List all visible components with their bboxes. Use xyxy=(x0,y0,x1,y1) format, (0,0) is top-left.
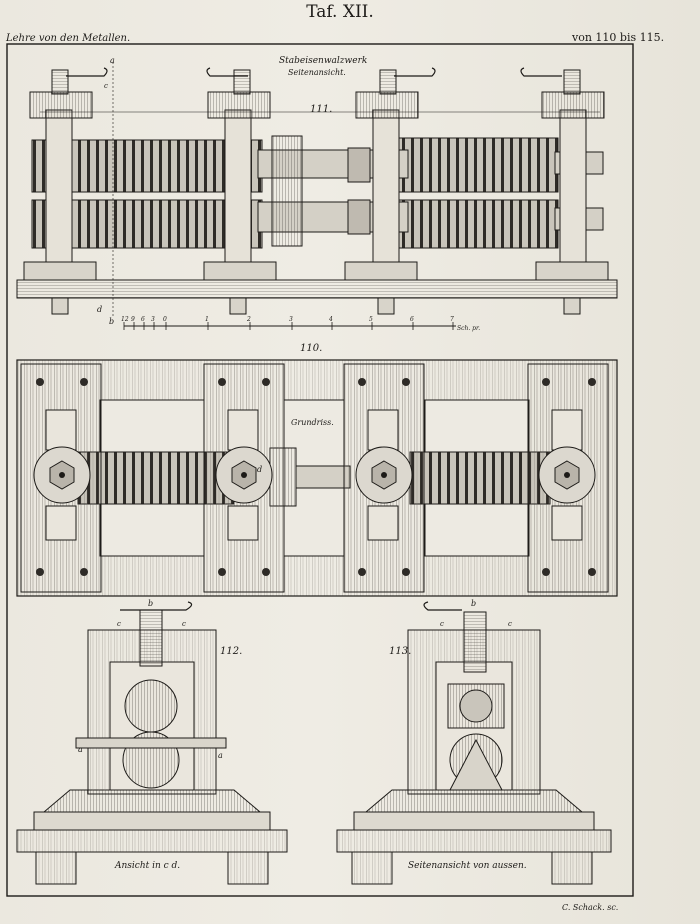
scale-tick-label: 3 xyxy=(289,316,293,323)
fig112-caption: Ansicht in c d. xyxy=(114,861,180,871)
fig111-letter-c: c xyxy=(104,82,108,90)
fig111-number: 111. xyxy=(310,104,332,115)
fig112-letter-a-left: a xyxy=(78,745,83,754)
fig112-letter-c-right: c xyxy=(182,620,186,628)
figure-111-side-view xyxy=(16,62,618,318)
fig111-caption-line1: Stabeisenwalzwerk xyxy=(279,56,367,66)
fig113-letter-c-left: c xyxy=(440,620,444,628)
fig112-number: 112. xyxy=(220,646,242,657)
engraver-signature: C. Schack. sc. xyxy=(562,903,619,912)
fig113-number: 113. xyxy=(389,646,411,657)
plate-title: Taf. XII. xyxy=(306,2,374,22)
fig112-letter-a-right: a xyxy=(218,751,223,760)
fig113-letter-c-right: c xyxy=(508,620,512,628)
fig111-letter-a: a xyxy=(110,56,115,65)
scale-tick-label: 6 xyxy=(141,316,145,323)
scale-tick-label: 1 xyxy=(205,316,209,323)
figure-112-front-view xyxy=(16,601,288,885)
fig113-letter-b: b xyxy=(471,599,476,608)
fig113-caption: Seitenansicht von aussen. xyxy=(408,861,527,871)
scale-tick-label: 5 xyxy=(369,316,373,323)
figure-110-plan xyxy=(16,359,618,597)
scale-tick-label: 0 xyxy=(163,316,167,323)
fig112-letter-b: b xyxy=(148,599,153,608)
scale-tick-label: 7 xyxy=(450,316,454,323)
fig110-number: 110. xyxy=(300,343,322,354)
fig112-letter-c-left: c xyxy=(117,620,121,628)
running-head-right: von 110 bis 115. xyxy=(572,31,665,44)
plate-border xyxy=(6,43,634,897)
scale-unit: Sch. pr. xyxy=(457,325,480,332)
fig111-letter-b: b xyxy=(109,317,114,326)
scale-tick-label: 3 xyxy=(151,316,155,323)
running-head-left: Lehre von den Metallen. xyxy=(6,33,131,44)
scale-tick-label: 12 xyxy=(121,316,129,323)
scale-tick-label: 2 xyxy=(246,316,251,323)
fig111-letter-d: d xyxy=(97,305,102,314)
scale-tick-label: 9 xyxy=(131,316,135,323)
scale-tick-label: 6 xyxy=(410,316,414,323)
fig111-caption-line2: Seitenansicht. xyxy=(288,68,346,77)
fig110-caption: Grundriss. xyxy=(291,418,334,427)
fig110-letter-d: d xyxy=(257,465,262,474)
figure-113-side-view xyxy=(336,601,612,885)
scale-tick-label: 4 xyxy=(328,316,333,323)
